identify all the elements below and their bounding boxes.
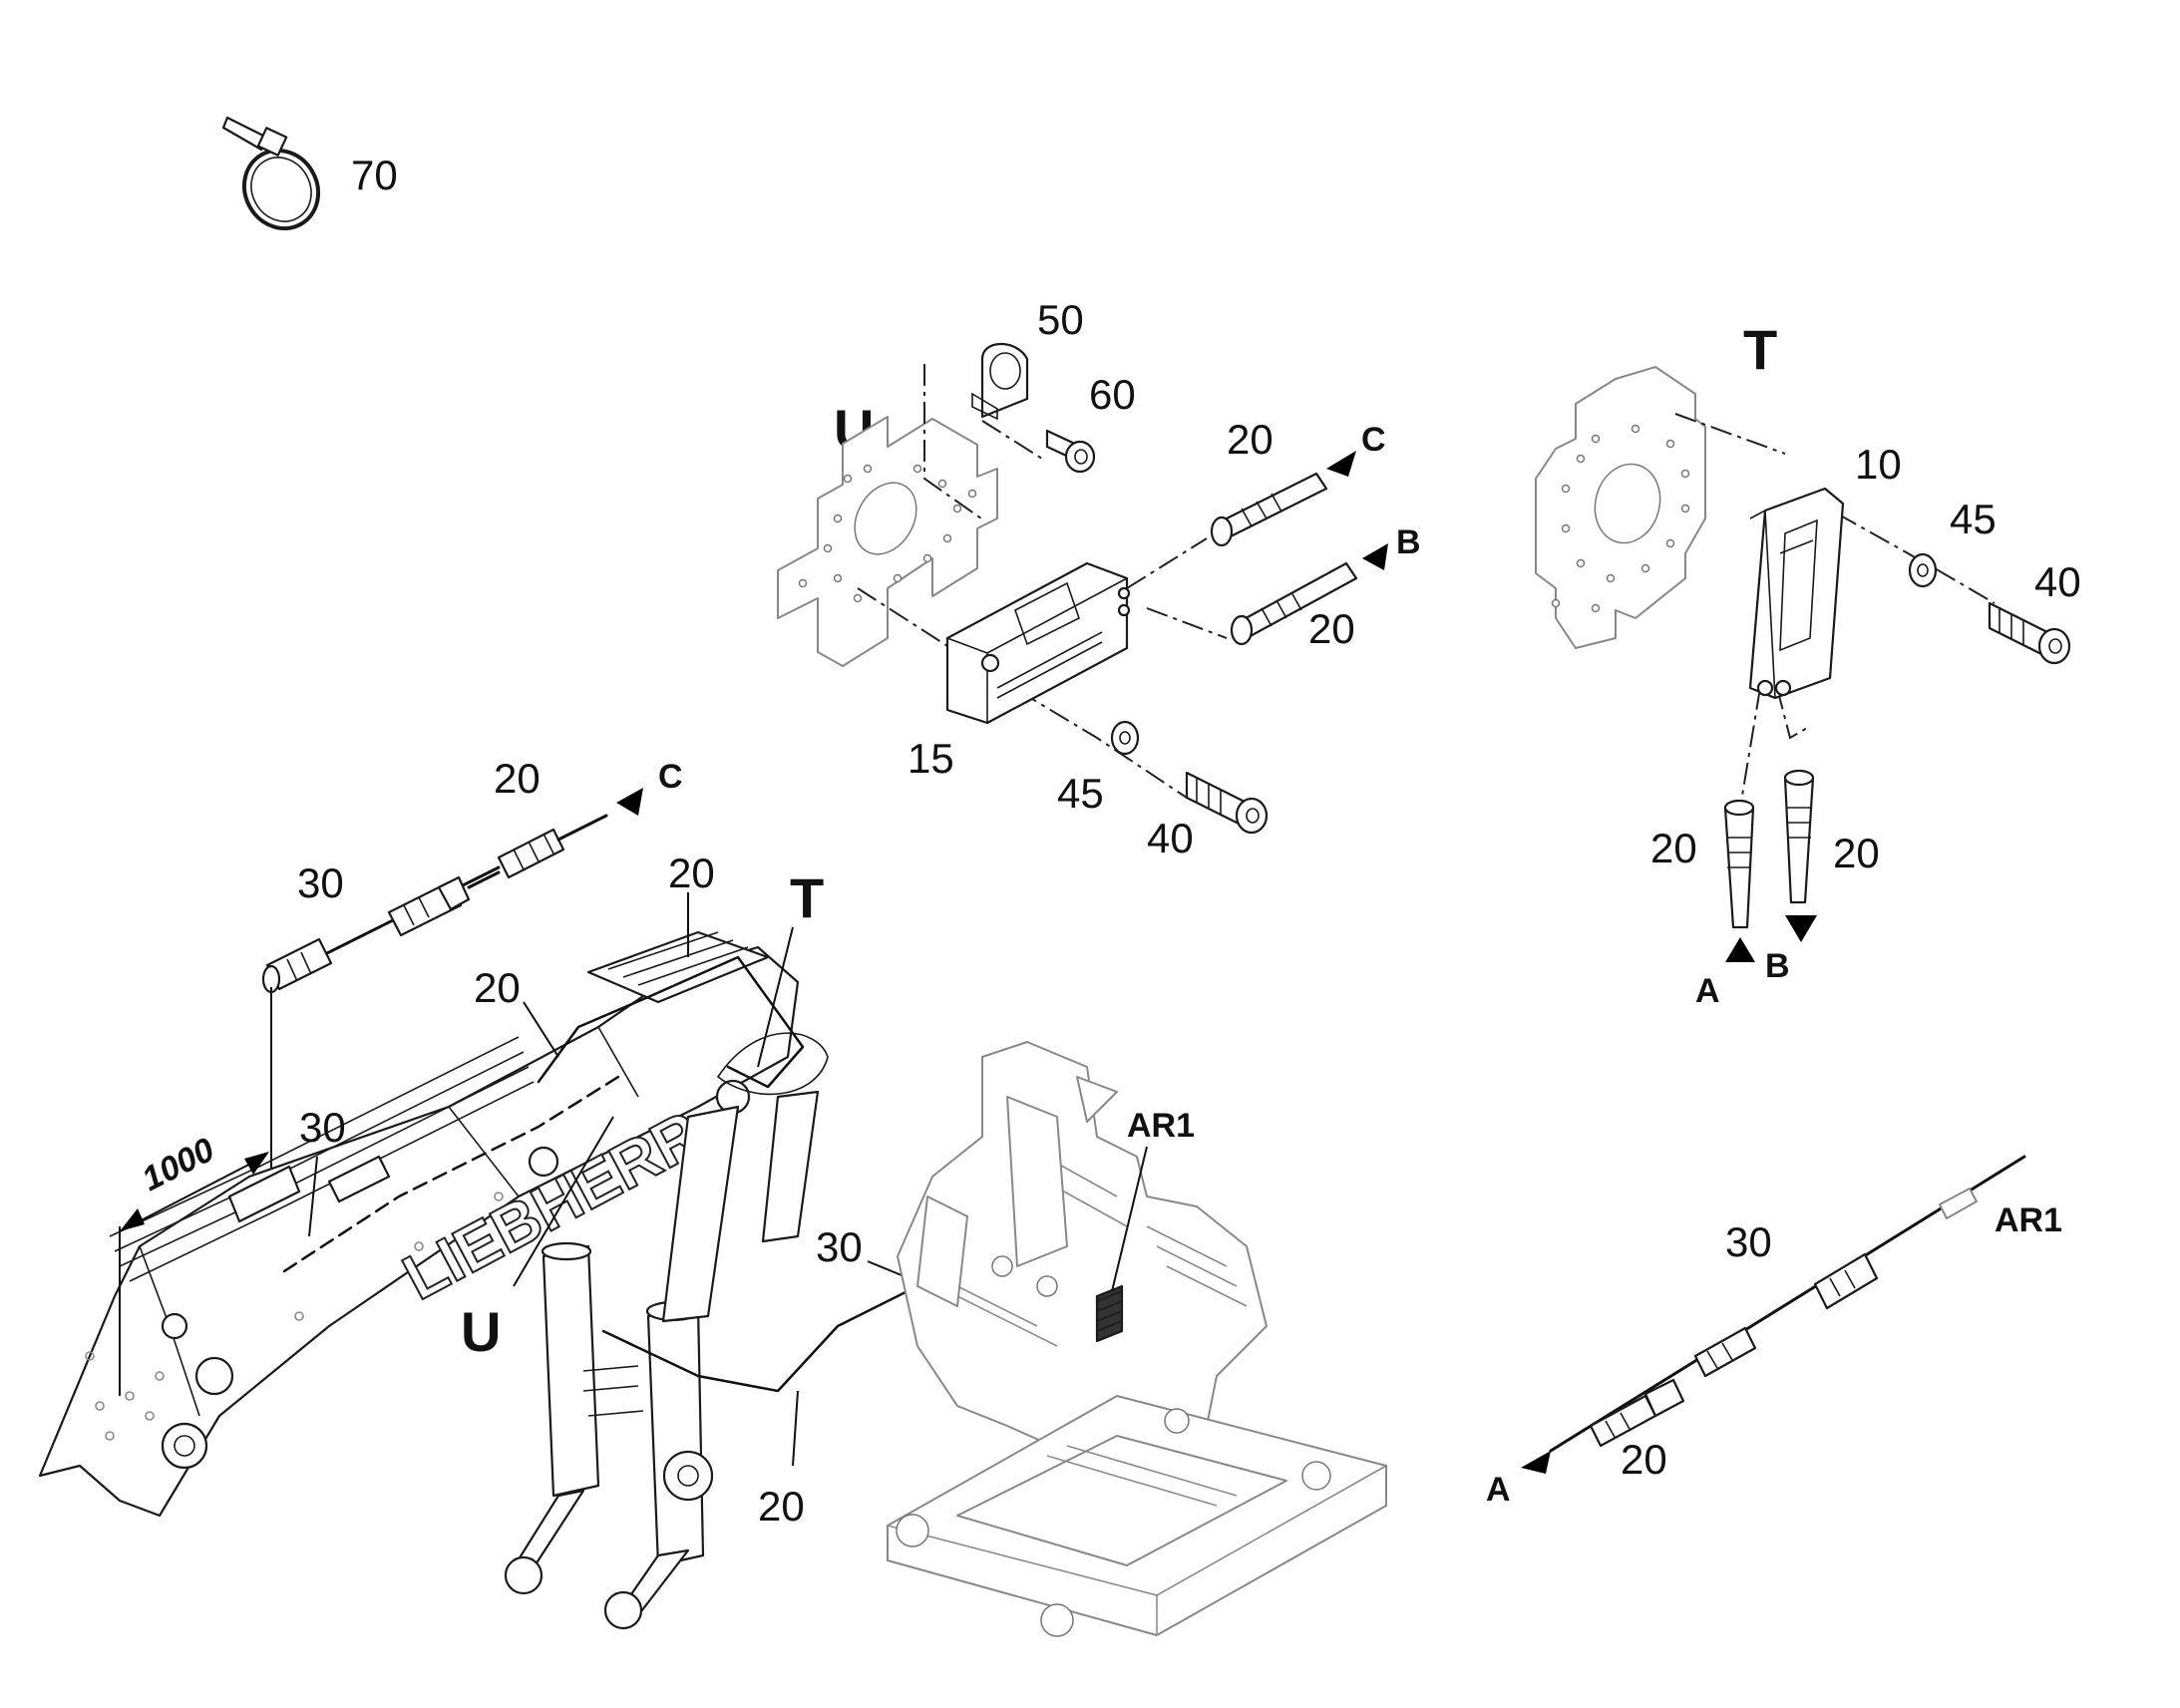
- callout-15: 15: [908, 735, 954, 782]
- connection-label-b-u: B: [1396, 523, 1421, 561]
- leader-20-boom: [523, 1001, 559, 1058]
- cable-assembly-lower-right: [1549, 1155, 2026, 1453]
- callout-40-u: 40: [1147, 815, 1194, 861]
- callout-30-lower-right: 30: [1725, 1218, 1772, 1265]
- view-label-t-detail: T: [1743, 318, 1777, 381]
- plate-t-holes: [1551, 424, 1690, 613]
- arrow-c-upper-left: [616, 788, 643, 816]
- mounting-plate-u: [777, 416, 998, 667]
- leader-t-axis-screw: [1836, 512, 1996, 604]
- callout-60: 60: [1089, 371, 1136, 418]
- callout-40-t: 40: [2034, 558, 2081, 605]
- upper-carriage-frame: [887, 1041, 1387, 1637]
- washer-part-45-t: [1908, 552, 1938, 588]
- leader-u-connector-c: [1126, 537, 1208, 589]
- callout-30-carrier: 30: [816, 1223, 863, 1270]
- connector-part-20-t-a: [1723, 799, 1755, 929]
- connector-part-20-t-b: [1783, 769, 1815, 904]
- connection-label-c-upper-left: C: [658, 758, 683, 796]
- callout-20-boom-top: 20: [668, 850, 715, 896]
- connection-label-ar1-right: AR1: [1995, 1201, 2062, 1239]
- callout-20-u-bottom: 20: [1308, 605, 1355, 652]
- junction-box-part-10: [1748, 487, 1845, 700]
- connection-label-ar1-frame: AR1: [1127, 1107, 1195, 1145]
- arrow-t-to-b: [1785, 915, 1817, 942]
- leader-u-connector-b: [1146, 607, 1228, 639]
- callout-20-t-right: 20: [1833, 830, 1880, 876]
- arrow-u-to-c: [1326, 451, 1356, 477]
- arrow-b-to-u: [1362, 543, 1388, 570]
- boom-cable-dashed: [282, 1075, 620, 1273]
- callout-20-boom: 20: [474, 964, 521, 1011]
- screw-part-60: [1045, 429, 1096, 474]
- leader-u-clip-screw: [981, 420, 1043, 460]
- callout-10: 10: [1855, 441, 1902, 488]
- view-marker-u-on-boom: U: [461, 1300, 501, 1363]
- mounting-plate-t: [1535, 366, 1706, 649]
- callout-20-u-top: 20: [1227, 416, 1273, 463]
- callout-45-t: 45: [1950, 496, 1997, 542]
- leader-u-axis-screw: [857, 587, 1188, 799]
- leader-ar1-frame: [1111, 1146, 1148, 1292]
- leader-t-connector-a: [1739, 687, 1761, 809]
- connection-label-a-lower-right: A: [1486, 1471, 1511, 1509]
- leader-t-marker: [757, 926, 794, 1068]
- leader-t-plate-to-box: [1674, 413, 1786, 455]
- clip-part-50: [971, 343, 1029, 421]
- washer-part-45-u: [1110, 720, 1140, 756]
- arrow-a-lower-right: [1521, 1451, 1551, 1474]
- callout-30-boom: 30: [299, 1104, 346, 1151]
- boom-t-location-outline: [716, 1032, 829, 1096]
- callout-20-carrier: 20: [758, 1483, 805, 1530]
- leader-20-carrier: [792, 1390, 799, 1467]
- screw-part-40-u: [1185, 771, 1269, 835]
- dimension-1000-label: 1000: [136, 1131, 220, 1198]
- leader-30-boom: [308, 1156, 318, 1237]
- leader-t-connector-b: [1776, 687, 1808, 740]
- callout-20-upper-left: 20: [494, 755, 541, 802]
- leader-u-marker: [513, 1116, 614, 1287]
- connection-label-a-t: A: [1695, 972, 1720, 1010]
- ar1-connector-on-frame: [1095, 1284, 1124, 1343]
- leader-u-plate-to-clip: [923, 364, 982, 519]
- callout-70: 70: [351, 152, 398, 198]
- boom-cable-run: [537, 955, 805, 1089]
- arrow-a-to-t: [1725, 937, 1755, 962]
- connector-part-20-u-c: [1210, 472, 1328, 547]
- callout-20-lower-right: 20: [1621, 1436, 1667, 1483]
- connector-part-20-u-b: [1230, 561, 1358, 646]
- junction-box-part-15: [945, 561, 1131, 725]
- callout-50: 50: [1037, 296, 1084, 343]
- callout-30-upper-left: 30: [297, 859, 344, 906]
- view-marker-t-on-boom: T: [790, 866, 824, 929]
- screw-part-40-t: [1988, 601, 2071, 665]
- dimension-1000: [119, 1152, 269, 1396]
- connection-label-b-t: B: [1765, 947, 1790, 985]
- callout-45-u: 45: [1057, 770, 1104, 817]
- cable-tie-part: [221, 116, 321, 231]
- callout-20-t-left: 20: [1650, 825, 1697, 871]
- plate-u-holes: [798, 464, 977, 603]
- connection-label-c-u: C: [1361, 421, 1386, 459]
